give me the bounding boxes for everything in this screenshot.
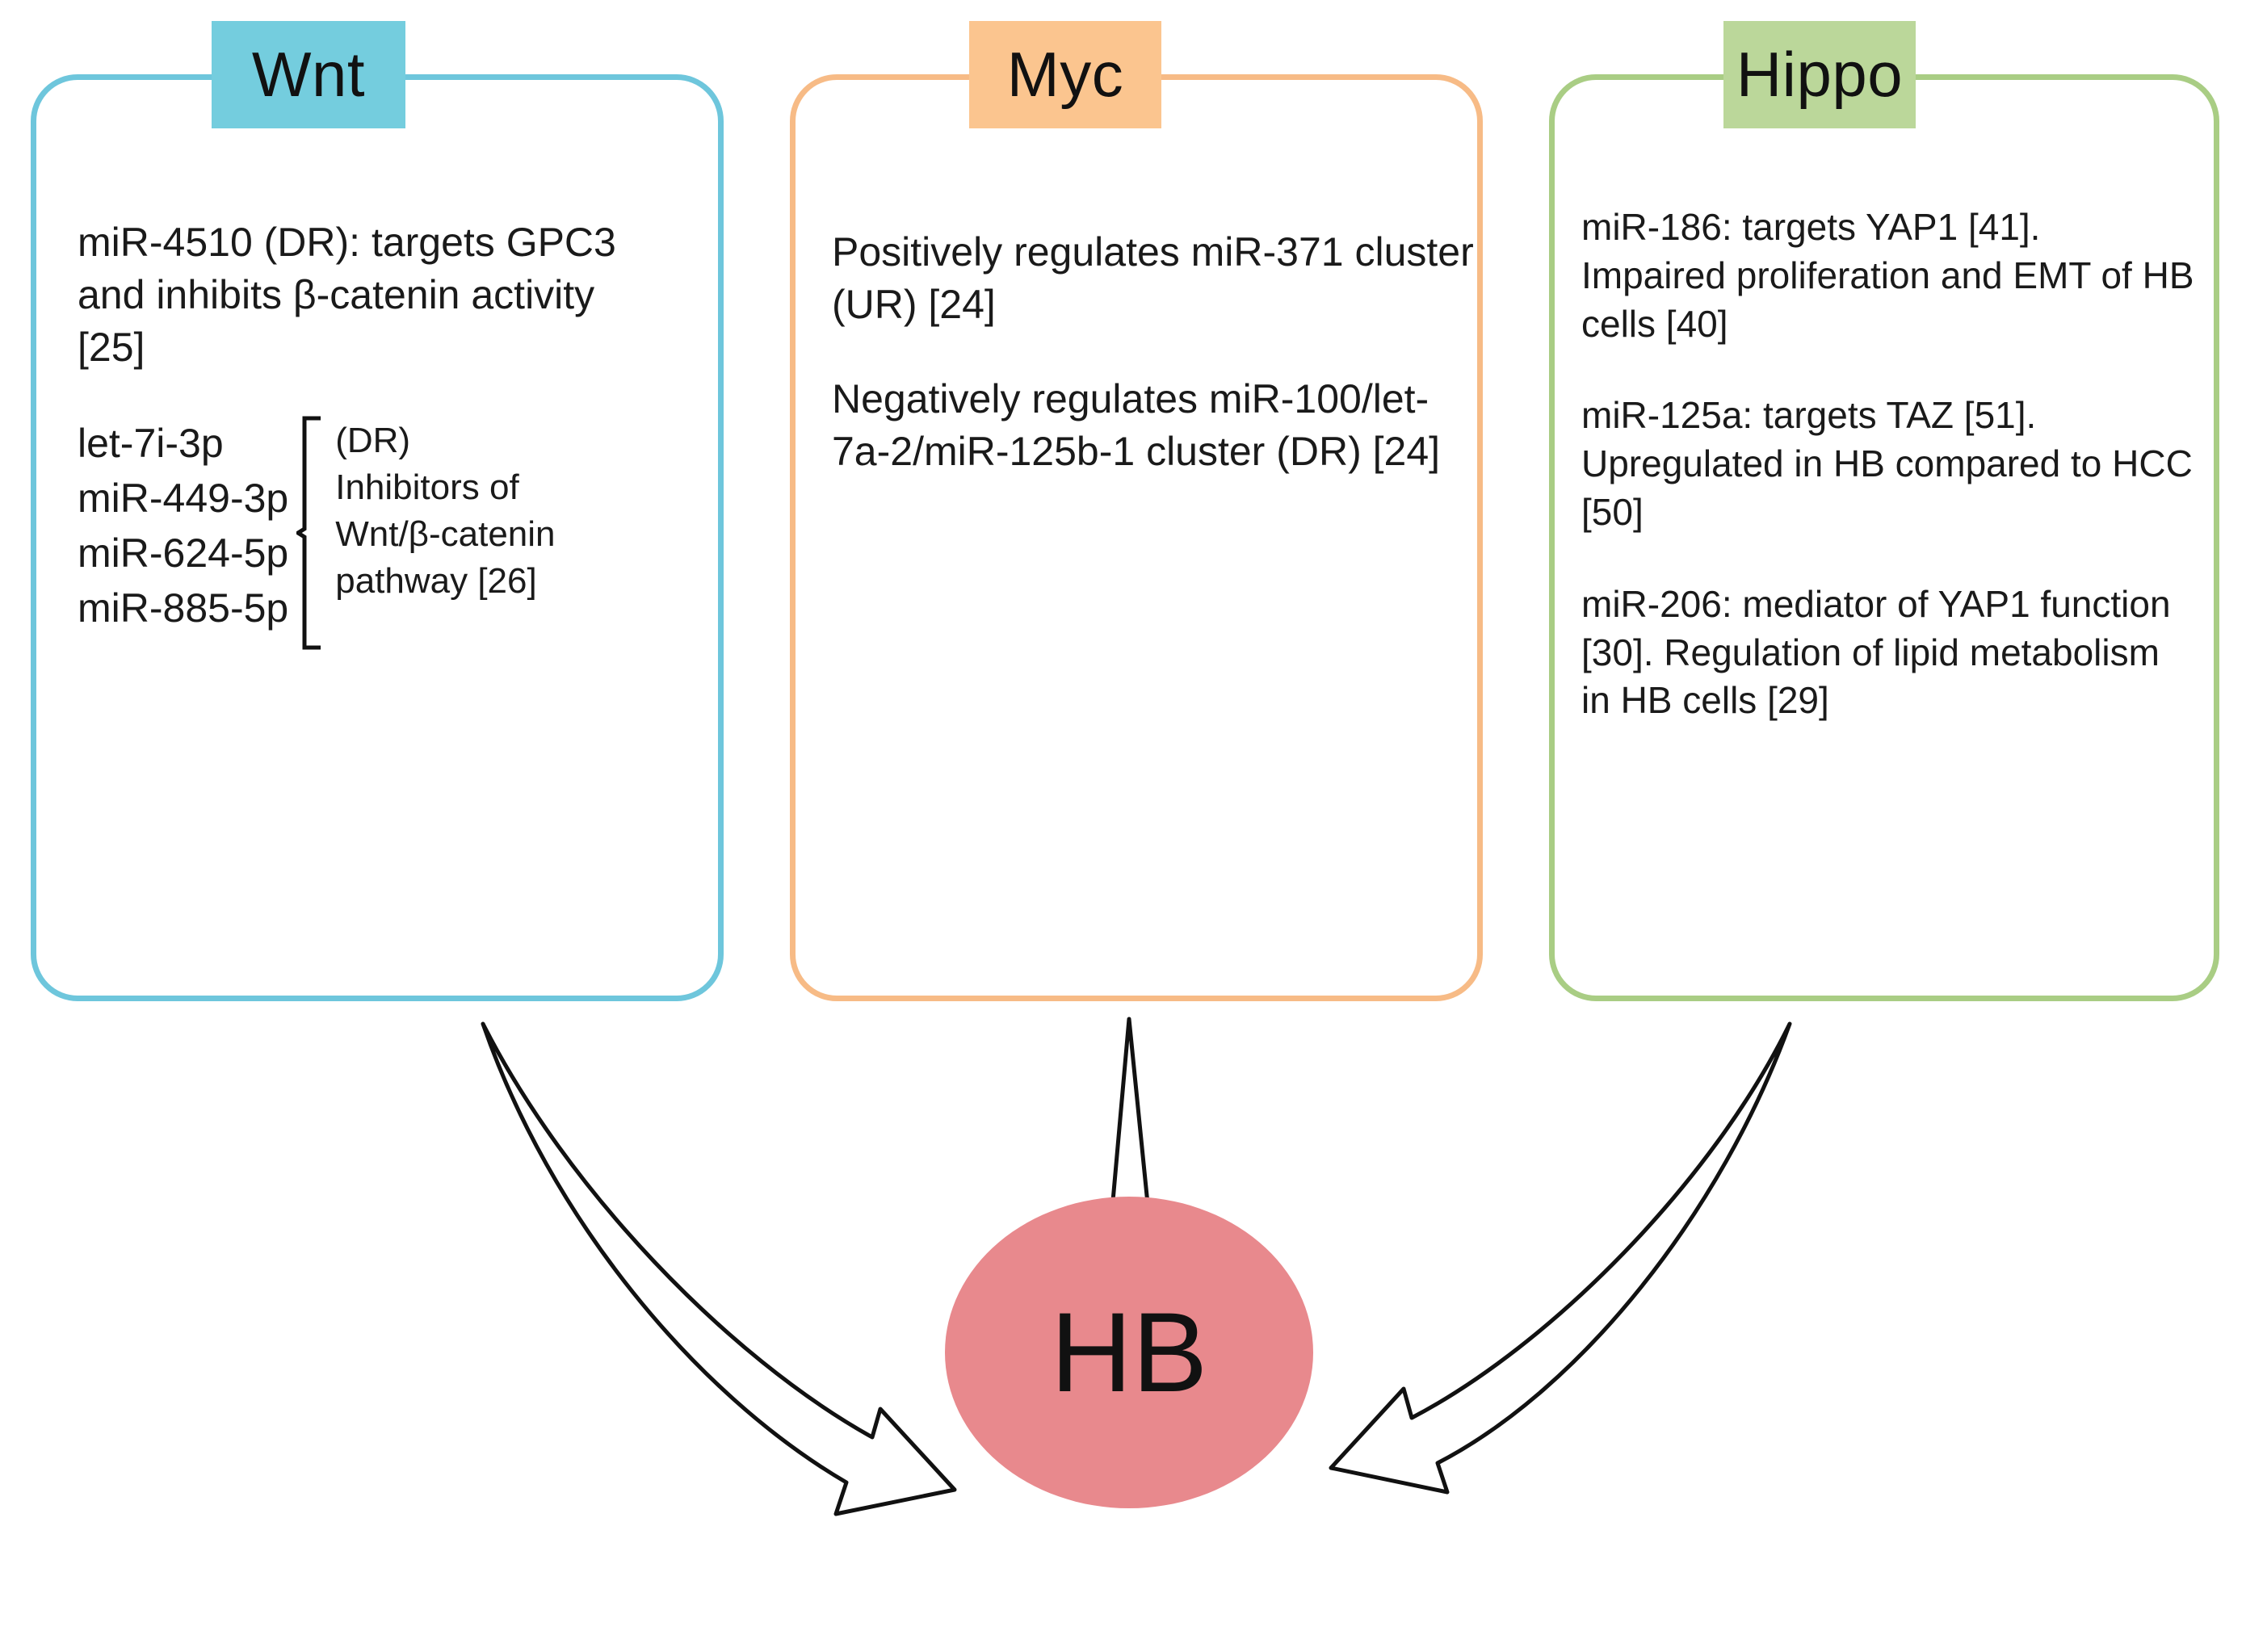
hb-ellipse-shape	[945, 1197, 1313, 1508]
list-item: miR-624-5p	[78, 530, 289, 576]
bracket-note-line: pathway [26]	[335, 561, 537, 602]
hb-node-label: HB	[1050, 1289, 1208, 1415]
bracket-note-line: Inhibitors of	[335, 468, 519, 508]
hb-node[interactable]	[943, 1195, 1315, 1510]
panel-wnt-paragraph-1: miR-4510 (DR): targets GPC3 and inhibits…	[78, 220, 616, 370]
panel-hippo-body: miR-186: targets YAP1 [41]. Impaired pro…	[1581, 203, 2195, 769]
bracket-note-line: (DR)	[335, 421, 411, 460]
list-item: miR-449-3p	[78, 476, 289, 521]
panel-myc-paragraph-1: Positively regulates miR-371 cluster (UR…	[832, 229, 1474, 327]
list-item: let-7i-3p	[78, 421, 224, 466]
panel-myc-paragraph-2: Negatively regulates miR-100/let-7a-2/mi…	[832, 376, 1441, 474]
curly-brace-icon	[296, 416, 321, 650]
panel-wnt-label: Wnt	[212, 21, 405, 128]
wnt-bracket-group: let-7i-3p miR-449-3p miR-624-5p miR-885-…	[78, 416, 667, 650]
panel-myc-label: Myc	[969, 21, 1161, 128]
panel-hippo[interactable]	[1549, 74, 2219, 1001]
panel-hippo-paragraph-3: miR-206: mediator of YAP1 function [30].…	[1581, 582, 2171, 722]
arrow-hippo-to-hb	[1329, 1021, 1792, 1495]
arrow-wnt-to-hb	[481, 1021, 957, 1516]
panel-myc-body: Positively regulates miR-371 cluster (UR…	[832, 226, 1478, 520]
wnt-mirna-list: let-7i-3p miR-449-3p miR-624-5p miR-885-…	[78, 416, 288, 650]
panel-hippo-paragraph-1: miR-186: targets YAP1 [41]. Impaired pro…	[1581, 206, 2194, 345]
panel-hippo-label: Hippo	[1723, 21, 1916, 128]
panel-hippo-paragraph-2: miR-125a: targets TAZ [51]. Upregulated …	[1581, 394, 2193, 533]
list-item: miR-885-5p	[78, 585, 289, 631]
panel-wnt[interactable]	[31, 74, 724, 1001]
bracket-note-line: Wnt/β-catenin	[335, 514, 556, 555]
wnt-bracket-note: (DR) Inhibitors of Wnt/β-catenin pathway…	[335, 416, 555, 650]
panel-wnt-body: miR-4510 (DR): targets GPC3 and inhibits…	[78, 216, 667, 650]
